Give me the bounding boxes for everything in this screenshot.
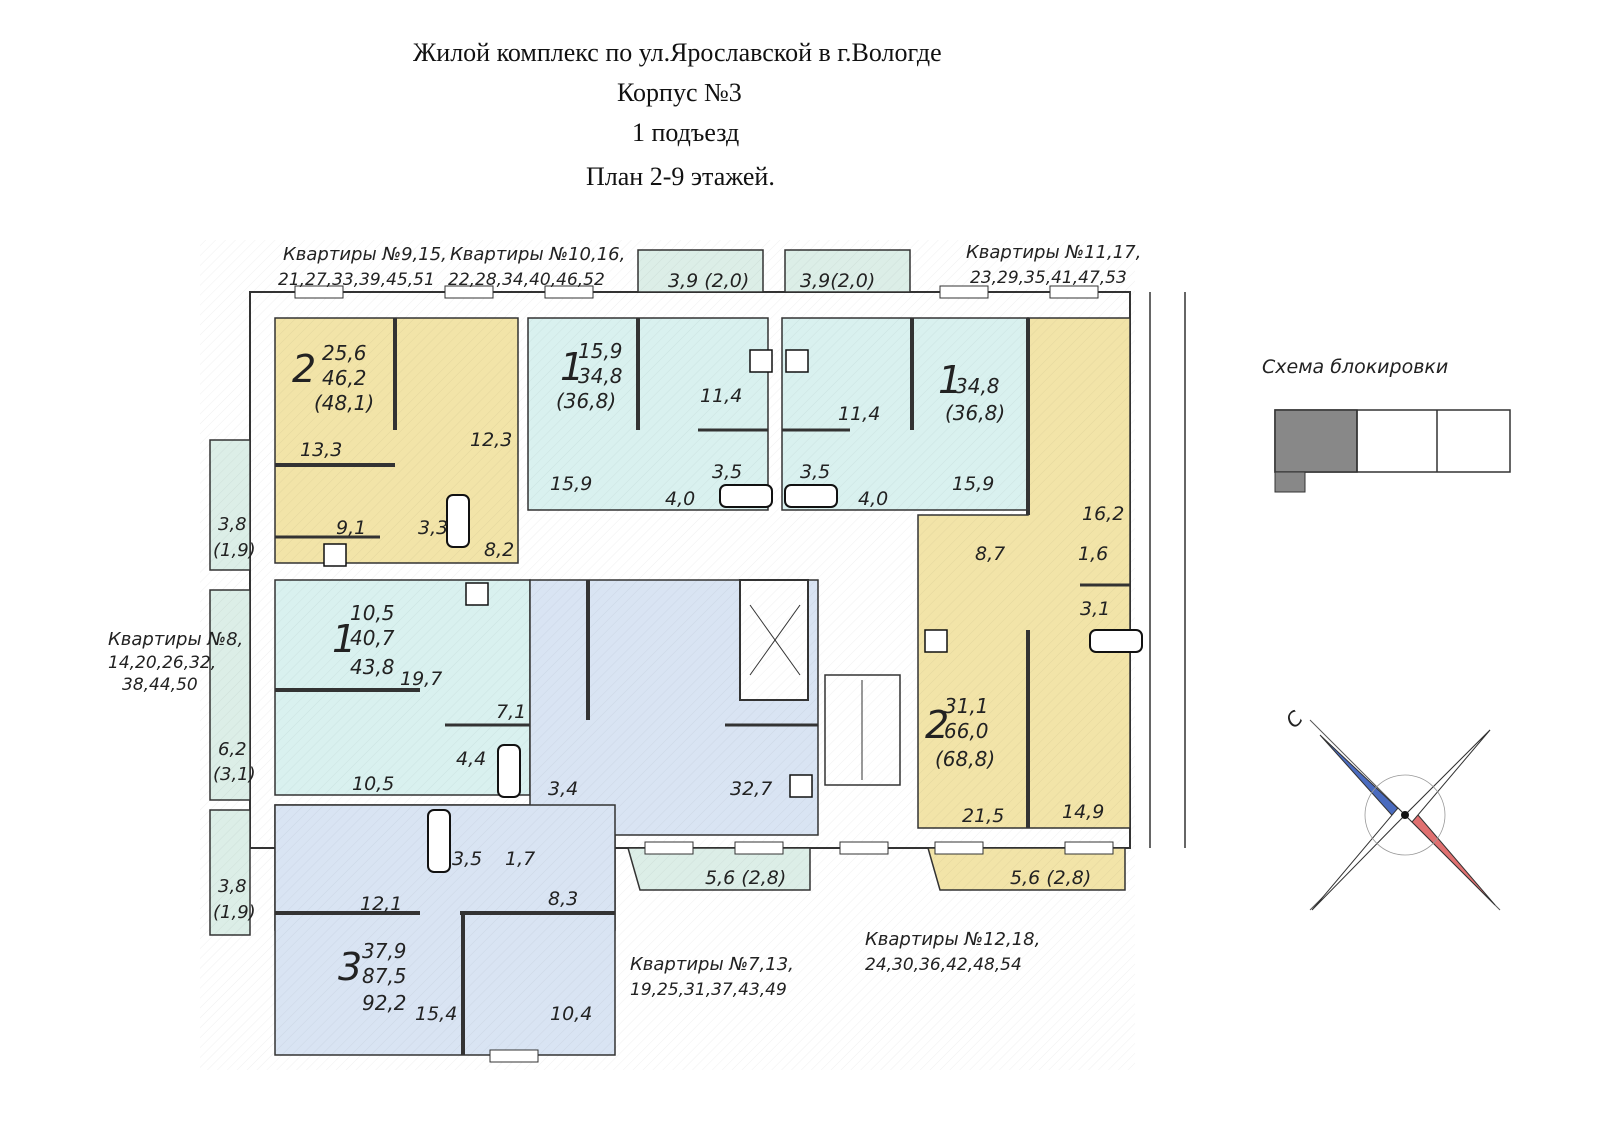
room-area-3-4: 3,4 — [548, 778, 578, 800]
room-area-15-9-a: 15,9 — [550, 473, 592, 495]
balcony-area-1: 3,9 (2,0) — [668, 270, 749, 292]
room-area-12-1: 12,1 — [360, 893, 402, 915]
group-9-title: Квартиры №9,15, — [283, 244, 447, 265]
apt-8-total: 40,7 — [350, 626, 395, 650]
compass-rose — [1309, 719, 1501, 911]
room-area-3-5-b: 3,5 — [800, 461, 830, 483]
room-area-10-5: 10,5 — [352, 773, 394, 795]
room-area-11-4-a: 11,4 — [700, 385, 742, 407]
room-area-3-5-c: 3,5 — [452, 848, 482, 870]
group-8-title: Квартиры №8, — [108, 629, 243, 650]
room-area-10-4: 10,4 — [550, 1003, 592, 1025]
room-area-32-7: 32,7 — [730, 778, 772, 800]
apt-9-full: (48,1) — [314, 391, 374, 415]
group-11-nums: 23,29,35,41,47,53 — [970, 268, 1127, 288]
apt-8-rooms: 1 — [332, 617, 356, 661]
room-area-15-4: 15,4 — [415, 1003, 457, 1025]
balcony-area-2: 3,9(2,0) — [800, 270, 875, 292]
stove-icons — [323, 349, 948, 798]
room-area-1-6: 1,6 — [1078, 543, 1108, 565]
loggia-area-3-8: 3,8 — [218, 514, 247, 535]
facade-band — [1149, 292, 1186, 848]
loggia-area-1-9: (1,9) — [213, 540, 256, 561]
apt-9-living: 25,6 — [322, 341, 367, 365]
windows — [294, 285, 1114, 1063]
title-line-3: 1 подъезд — [632, 118, 740, 147]
room-area-8-7: 8,7 — [975, 543, 1005, 565]
balcony-area-4: 5,6 (2,8) — [1010, 867, 1091, 889]
room-area-4-4: 4,4 — [456, 748, 486, 770]
room-area-14-9: 14,9 — [1062, 801, 1104, 823]
apt-8-living: 10,5 — [350, 601, 395, 625]
loggia-area-6-2: 6,2 — [218, 739, 247, 760]
group-10-nums: 22,28,34,40,46,52 — [448, 270, 605, 290]
title-line-4: План 2-9 этажей. — [586, 162, 775, 191]
schema-title: Схема блокировки — [1262, 356, 1449, 378]
apt-12-total: 66,0 — [944, 719, 989, 743]
blocking-schema — [1274, 409, 1511, 493]
apt-11-full: (36,8) — [945, 401, 1005, 425]
apt-9-rooms: 2 — [292, 347, 316, 391]
apt-7-full: 92,2 — [362, 991, 407, 1015]
compass-north-label: С — [1281, 706, 1308, 733]
group-8-nums-2: 38,44,50 — [122, 675, 198, 695]
room-area-21-5: 21,5 — [962, 805, 1004, 827]
room-area-9-1: 9,1 — [336, 517, 366, 539]
room-area-3-5-a: 3,5 — [712, 461, 742, 483]
room-area-19-7: 19,7 — [400, 668, 442, 690]
loggia-area-3-1: (3,1) — [213, 764, 256, 785]
room-area-3-1: 3,1 — [1080, 598, 1110, 620]
apt-10-living: 15,9 — [578, 339, 623, 363]
apt-7-total: 87,5 — [362, 964, 407, 988]
apt-12-rooms: 2 — [925, 703, 949, 747]
room-area-1-7: 1,7 — [505, 848, 535, 870]
group-10-title: Квартиры №10,16, — [450, 244, 625, 265]
apt-10-total: 34,8 — [578, 364, 623, 388]
room-area-3-3: 3,3 — [418, 517, 448, 539]
room-area-4-0-a: 4,0 — [665, 488, 695, 510]
group-9-nums: 21,27,33,39,45,51 — [278, 270, 435, 290]
apt-10-rooms: 1 — [560, 345, 584, 389]
group-12-nums: 24,30,36,42,48,54 — [865, 955, 1022, 975]
room-area-4-0-b: 4,0 — [858, 488, 888, 510]
apt-11-rooms: 1 — [938, 358, 962, 402]
title-line-1: Жилой комплекс по ул.Ярославской в г.Вол… — [413, 38, 942, 67]
group-11-title: Квартиры №11,17, — [966, 242, 1141, 263]
balcony-area-3: 5,6 (2,8) — [705, 867, 786, 889]
apt-12-full: (68,8) — [935, 747, 995, 771]
title-line-2: Корпус №3 — [617, 78, 742, 107]
apt-7-living: 37,9 — [362, 939, 407, 963]
loggia-area-3-8-b: 3,8 — [218, 876, 247, 897]
group-7-title: Квартиры №7,13, — [630, 954, 794, 975]
apt-10-full: (36,8) — [556, 389, 616, 413]
apt-11-total: 34,8 — [955, 374, 1000, 398]
group-7-nums: 19,25,31,37,43,49 — [630, 980, 787, 1000]
room-area-15-9-b: 15,9 — [952, 473, 994, 495]
loggia-area-1-9-b: (1,9) — [213, 902, 256, 923]
apt-12-living: 31,1 — [944, 694, 989, 718]
bathtub-icons — [427, 484, 1143, 873]
apt-9-total: 46,2 — [322, 366, 367, 390]
room-area-8-2: 8,2 — [484, 539, 514, 561]
group-12-title: Квартиры №12,18, — [865, 929, 1040, 950]
room-area-12-3: 12,3 — [470, 429, 512, 451]
room-area-8-3: 8,3 — [548, 888, 578, 910]
room-area-13-3: 13,3 — [300, 439, 342, 461]
room-area-16-2: 16,2 — [1082, 503, 1124, 525]
group-8-nums-1: 14,20,26,32, — [108, 653, 216, 673]
room-area-7-1: 7,1 — [496, 701, 526, 723]
room-area-11-4-b: 11,4 — [838, 403, 880, 425]
apt-7-rooms: 3 — [338, 945, 362, 989]
apt-8-full: 43,8 — [350, 655, 395, 679]
